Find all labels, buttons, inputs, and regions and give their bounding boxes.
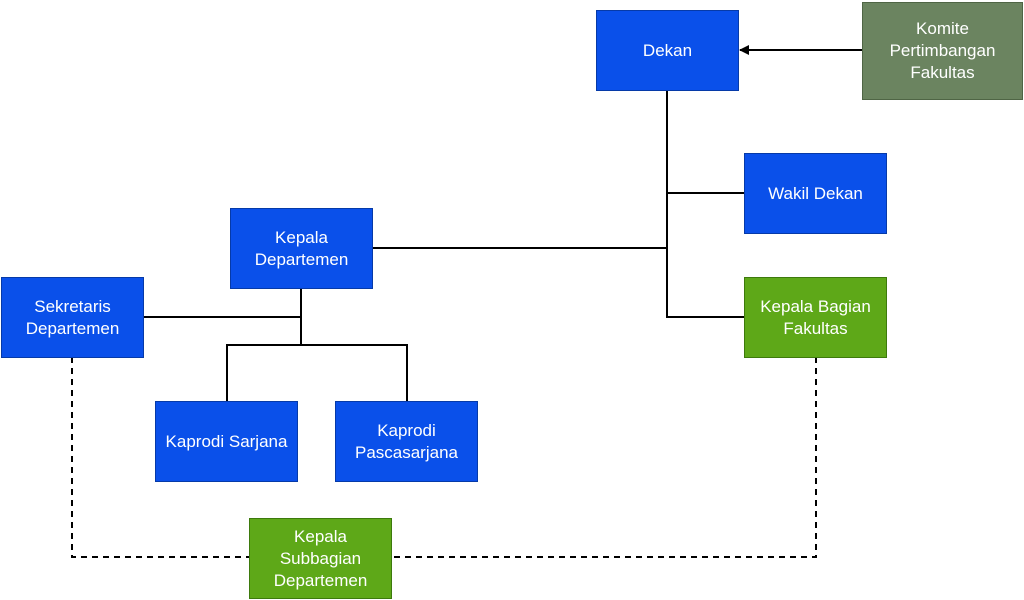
node-kepala-subbagian-departemen: Kepala Subbagian Departemen <box>249 518 392 599</box>
node-kepala-bagian-fakultas: Kepala Bagian Fakultas <box>744 277 887 358</box>
node-komite-pertimbangan-fakultas: Komite Pertimbangan Fakultas <box>862 2 1023 100</box>
node-kaprodi-pasca-label: Kaprodi Pascasarjana <box>354 420 458 462</box>
bagian-subbagian-dashed-line <box>391 357 817 558</box>
node-kaprodi-sarjana-label: Kaprodi Sarjana <box>165 431 288 451</box>
node-kaprodi-pascasarjana: Kaprodi Pascasarjana <box>335 401 478 482</box>
kaprodi-connector <box>226 344 408 401</box>
node-kepala-departemen-label: Kepala Departemen <box>254 227 349 269</box>
node-komite-label: Komite Pertimbangan Fakultas <box>889 19 996 82</box>
node-sekretaris-label: Sekretaris Departemen <box>25 296 120 338</box>
node-kaprodi-sarjana: Kaprodi Sarjana <box>155 401 298 482</box>
node-sekretaris-departemen: Sekretaris Departemen <box>1 277 144 358</box>
node-kepala-bagian-label: Kepala Bagian Fakultas <box>760 296 871 338</box>
node-dekan-label: Dekan <box>642 40 693 60</box>
sekretaris-subbagian-dashed-line <box>71 357 250 558</box>
node-dekan: Dekan <box>596 10 739 91</box>
node-kepala-departemen: Kepala Departemen <box>230 208 373 289</box>
node-wakil-dekan-label: Wakil Dekan <box>768 183 863 203</box>
node-kepala-subbagian-label: Kepala Subbagian Departemen <box>273 526 368 590</box>
node-wakil-dekan: Wakil Dekan <box>744 153 887 234</box>
